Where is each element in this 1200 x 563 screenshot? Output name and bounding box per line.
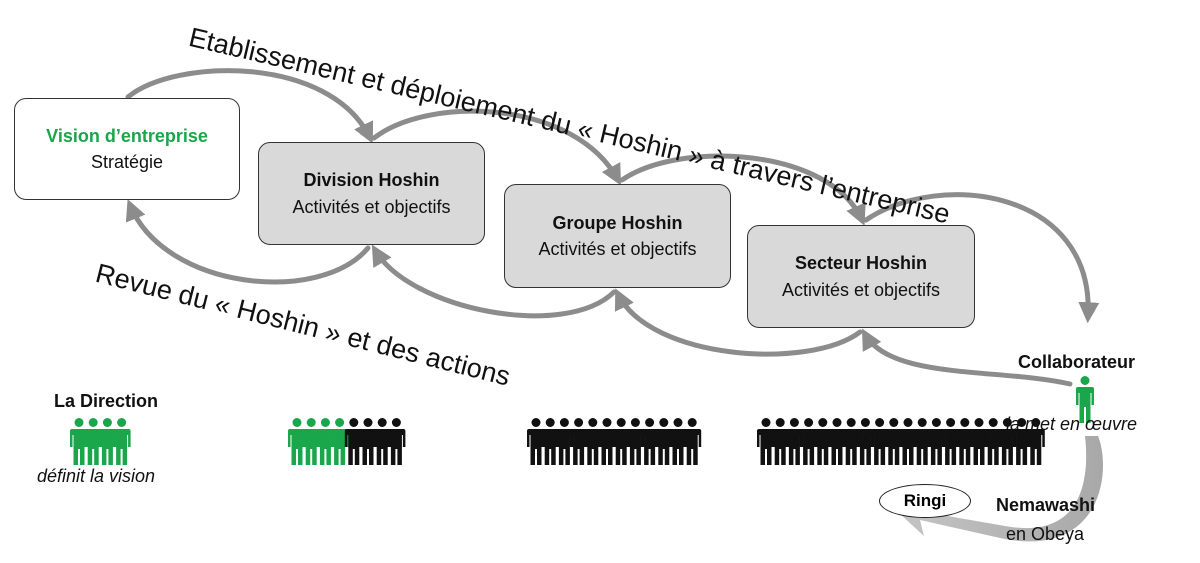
person-icon xyxy=(1076,376,1094,423)
person-icon xyxy=(669,418,687,465)
direction-people xyxy=(70,418,131,465)
person-icon xyxy=(813,418,832,465)
collaborateur-person xyxy=(1076,376,1094,423)
arrow-vision-to-division xyxy=(125,68,374,144)
arrow-groupe-to-secteur xyxy=(619,153,866,226)
deployment-arrows xyxy=(125,68,1100,324)
vision-box: Vision d’entreprise Stratégie xyxy=(14,98,240,200)
ringi-label: Ringi xyxy=(879,484,971,518)
person-icon xyxy=(1012,418,1031,465)
person-icon xyxy=(984,418,1003,465)
arrow-division-to-groupe xyxy=(371,108,621,186)
person-icon xyxy=(359,418,377,465)
person-icon xyxy=(941,418,960,465)
person-icon xyxy=(112,418,131,465)
groupe-people xyxy=(527,418,702,465)
direction-caption: définit la vision xyxy=(37,466,156,486)
person-icon xyxy=(373,418,392,465)
person-icon xyxy=(998,418,1017,465)
person-icon xyxy=(302,418,321,465)
person-icon xyxy=(330,418,349,465)
division-title: Division Hoshin xyxy=(303,170,440,191)
person-icon xyxy=(541,418,560,465)
nemawashi-arc xyxy=(900,436,1104,542)
person-icon xyxy=(583,418,602,465)
person-icon xyxy=(927,418,946,465)
secteur-people xyxy=(757,418,1045,465)
person-icon xyxy=(799,418,818,465)
person-icon xyxy=(555,418,574,465)
person-icon xyxy=(757,418,775,465)
secteur-title: Secteur Hoshin xyxy=(794,253,928,274)
person-icon xyxy=(856,418,875,465)
person-icon xyxy=(654,418,673,465)
person-icon xyxy=(527,418,545,465)
person-icon xyxy=(98,418,117,465)
vision-subtitle: Stratégie xyxy=(90,152,164,172)
person-icon xyxy=(899,418,917,465)
nemawashi-caption: en Obeya xyxy=(1006,524,1085,544)
person-icon xyxy=(612,418,631,465)
person-icon xyxy=(828,418,846,465)
person-icon xyxy=(569,418,588,465)
division-box: Division Hoshin Activités et objectifs xyxy=(258,142,485,245)
person-icon xyxy=(842,418,861,465)
collaborateur-caption: la met en œuvre xyxy=(1006,414,1138,434)
division-people xyxy=(288,418,406,465)
person-icon xyxy=(870,418,889,465)
division-subtitle: Activités et objectifs xyxy=(292,196,451,217)
arrow-collaborateur-to-secteur xyxy=(861,328,1073,387)
person-icon xyxy=(955,418,974,465)
person-icon xyxy=(785,418,804,465)
secteur-subtitle: Activités et objectifs xyxy=(781,279,941,300)
arrow-division-to-vision xyxy=(125,199,371,285)
person-icon xyxy=(913,418,932,465)
secteur-box: Secteur Hoshin Activités et objectifs xyxy=(747,225,975,328)
person-icon xyxy=(387,418,406,465)
arrow-secteur-to-groupe xyxy=(614,288,863,357)
person-icon xyxy=(70,418,88,465)
person-icon xyxy=(344,418,363,465)
person-icon xyxy=(626,418,645,465)
person-icon xyxy=(316,418,335,465)
person-icon xyxy=(771,418,790,465)
groupe-box: Groupe Hoshin Activités et objectifs xyxy=(504,184,731,288)
person-icon xyxy=(884,418,903,465)
person-icon xyxy=(683,418,702,465)
person-icon xyxy=(970,418,988,465)
person-icon xyxy=(84,418,103,465)
arrow-secteur-to-collaborateur xyxy=(863,192,1100,324)
person-icon xyxy=(640,418,659,465)
nemawashi-title: Nemawashi xyxy=(996,495,1096,515)
person-icon xyxy=(288,418,306,465)
review-arrows xyxy=(125,199,1073,387)
person-icon xyxy=(598,418,616,465)
person-icon xyxy=(1026,418,1045,465)
collaborateur-title: Collaborateur xyxy=(1018,352,1136,372)
vision-title: Vision d’entreprise xyxy=(46,125,208,146)
arrow-groupe-to-division xyxy=(371,244,617,319)
direction-title: La Direction xyxy=(54,391,159,411)
groupe-title: Groupe Hoshin xyxy=(552,212,683,233)
groupe-subtitle: Activités et objectifs xyxy=(538,239,697,259)
